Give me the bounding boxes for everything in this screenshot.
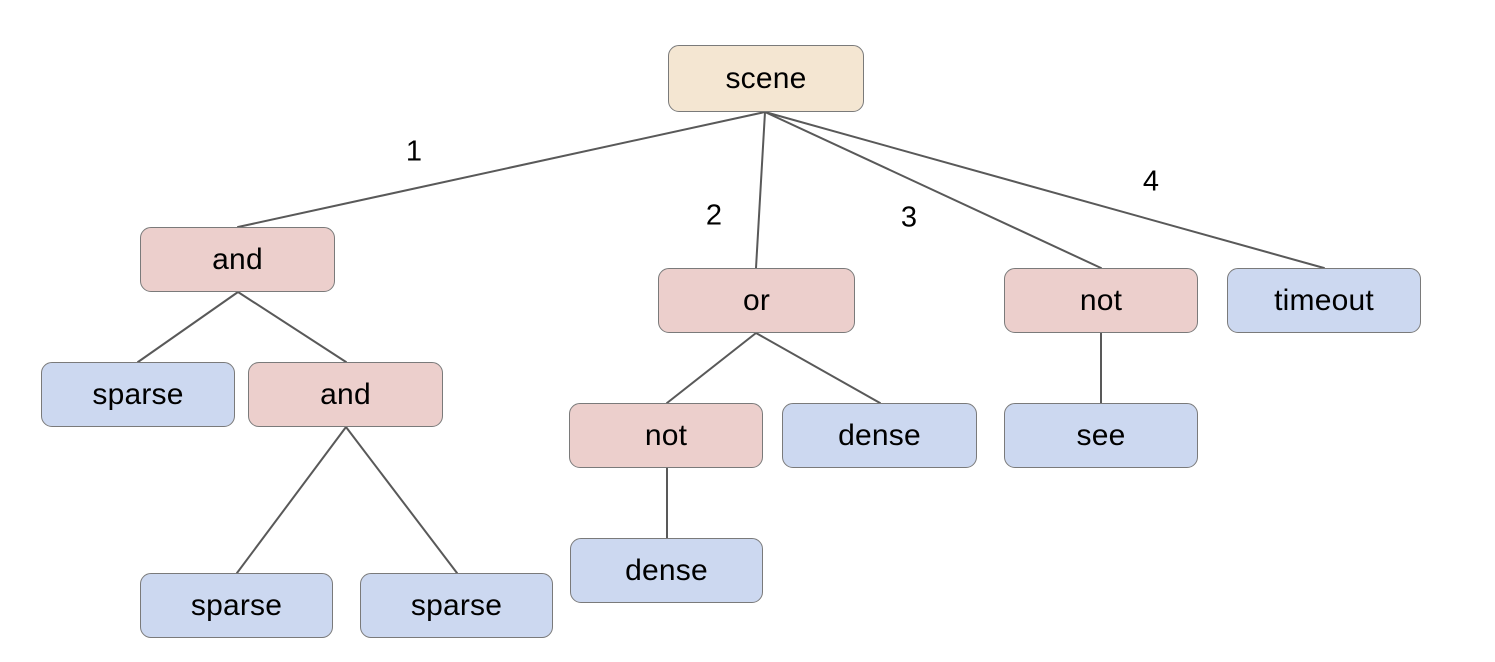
tree-node-label: sparse xyxy=(190,588,283,622)
tree-node-label: dense xyxy=(838,418,921,452)
tree-node-label: not xyxy=(644,418,688,452)
tree-node-or1[interactable]: or xyxy=(658,268,855,333)
edge-label-4: 4 xyxy=(1142,165,1160,198)
tree-node-not2[interactable]: not xyxy=(1004,268,1198,333)
tree-edge-and2-to-sparse2 xyxy=(236,426,347,574)
tree-node-not1[interactable]: not xyxy=(569,403,763,468)
tree-node-and1[interactable]: and xyxy=(140,227,335,292)
tree-node-label: sparse xyxy=(410,588,503,622)
tree-node-scene[interactable]: scene xyxy=(668,45,864,112)
tree-edge-and2-to-sparse3 xyxy=(345,426,458,574)
tree-node-timeout[interactable]: timeout xyxy=(1227,268,1421,333)
edge-label-2: 2 xyxy=(705,199,723,232)
tree-edge-scene-to-not2 xyxy=(764,111,1102,269)
tree-node-dense1[interactable]: dense xyxy=(782,403,977,468)
tree-node-label: see xyxy=(1076,418,1126,452)
tree-node-label: and xyxy=(320,377,371,411)
tree-node-sparse2[interactable]: sparse xyxy=(140,573,333,638)
tree-node-label: not xyxy=(1079,283,1123,317)
tree-edge-or1-to-not1 xyxy=(666,332,757,404)
tree-edge-and1-to-sparse1 xyxy=(137,291,239,363)
edge-label-1: 1 xyxy=(405,135,423,168)
tree-node-label: timeout xyxy=(1274,283,1374,317)
tree-node-label: scene xyxy=(725,61,807,95)
tree-node-label: dense xyxy=(625,553,708,587)
tree-node-label: and xyxy=(212,242,263,276)
tree-node-sparse3[interactable]: sparse xyxy=(360,573,553,638)
tree-node-see1[interactable]: see xyxy=(1004,403,1198,468)
tree-edge-and1-to-and2 xyxy=(237,291,347,363)
tree-edge-scene-to-and1 xyxy=(237,111,766,228)
tree-node-sparse1[interactable]: sparse xyxy=(41,362,235,427)
tree-node-label: sparse xyxy=(92,377,184,411)
tree-node-and2[interactable]: and xyxy=(248,362,443,427)
tree-edge-or1-to-dense1 xyxy=(755,332,881,404)
tree-node-label: or xyxy=(742,283,771,317)
tree-edge-scene-to-timeout xyxy=(764,111,1325,269)
tree-node-dense2[interactable]: dense xyxy=(570,538,763,603)
tree-edge-scene-to-or1 xyxy=(755,111,766,269)
edge-label-3: 3 xyxy=(900,201,918,234)
